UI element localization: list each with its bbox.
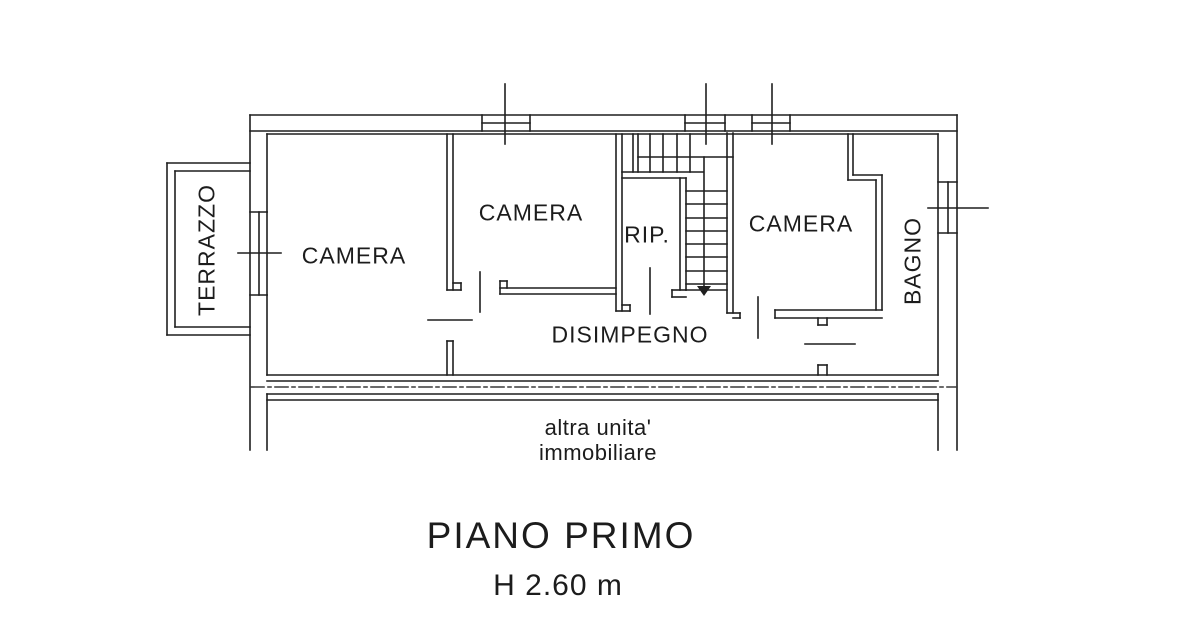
door-leaves	[427, 267, 856, 345]
window-top-middle	[684, 83, 726, 145]
stair-down-arrow-icon	[697, 286, 711, 296]
other-unit-note: altra unita' immobiliare	[468, 415, 728, 465]
window-top-right	[751, 83, 791, 145]
room-label-terrazzo: TERRAZZO	[193, 184, 220, 316]
window-top-left	[481, 83, 531, 145]
room-label-camera-middle: CAMERA	[478, 199, 584, 226]
other-unit-note-line1: altra unita'	[544, 415, 652, 440]
room-label-camera-left: CAMERA	[301, 242, 407, 269]
plan-title: PIANO PRIMO	[426, 515, 696, 556]
window-bagno	[927, 181, 989, 234]
room-label-disimpegno: DISIMPEGNO	[551, 321, 709, 348]
room-label-rip: RIP.	[624, 221, 670, 248]
staircase	[632, 133, 734, 296]
windows	[481, 83, 989, 234]
terrace-outline	[166, 162, 282, 336]
plan-height-note: H 2.60 m	[493, 569, 623, 602]
other-unit-note-line2: immobiliare	[539, 440, 657, 465]
exterior-walls	[249, 114, 958, 451]
terrace-door	[237, 211, 282, 296]
room-label-bagno: BAGNO	[899, 216, 926, 306]
room-label-camera-right: CAMERA	[748, 210, 854, 237]
